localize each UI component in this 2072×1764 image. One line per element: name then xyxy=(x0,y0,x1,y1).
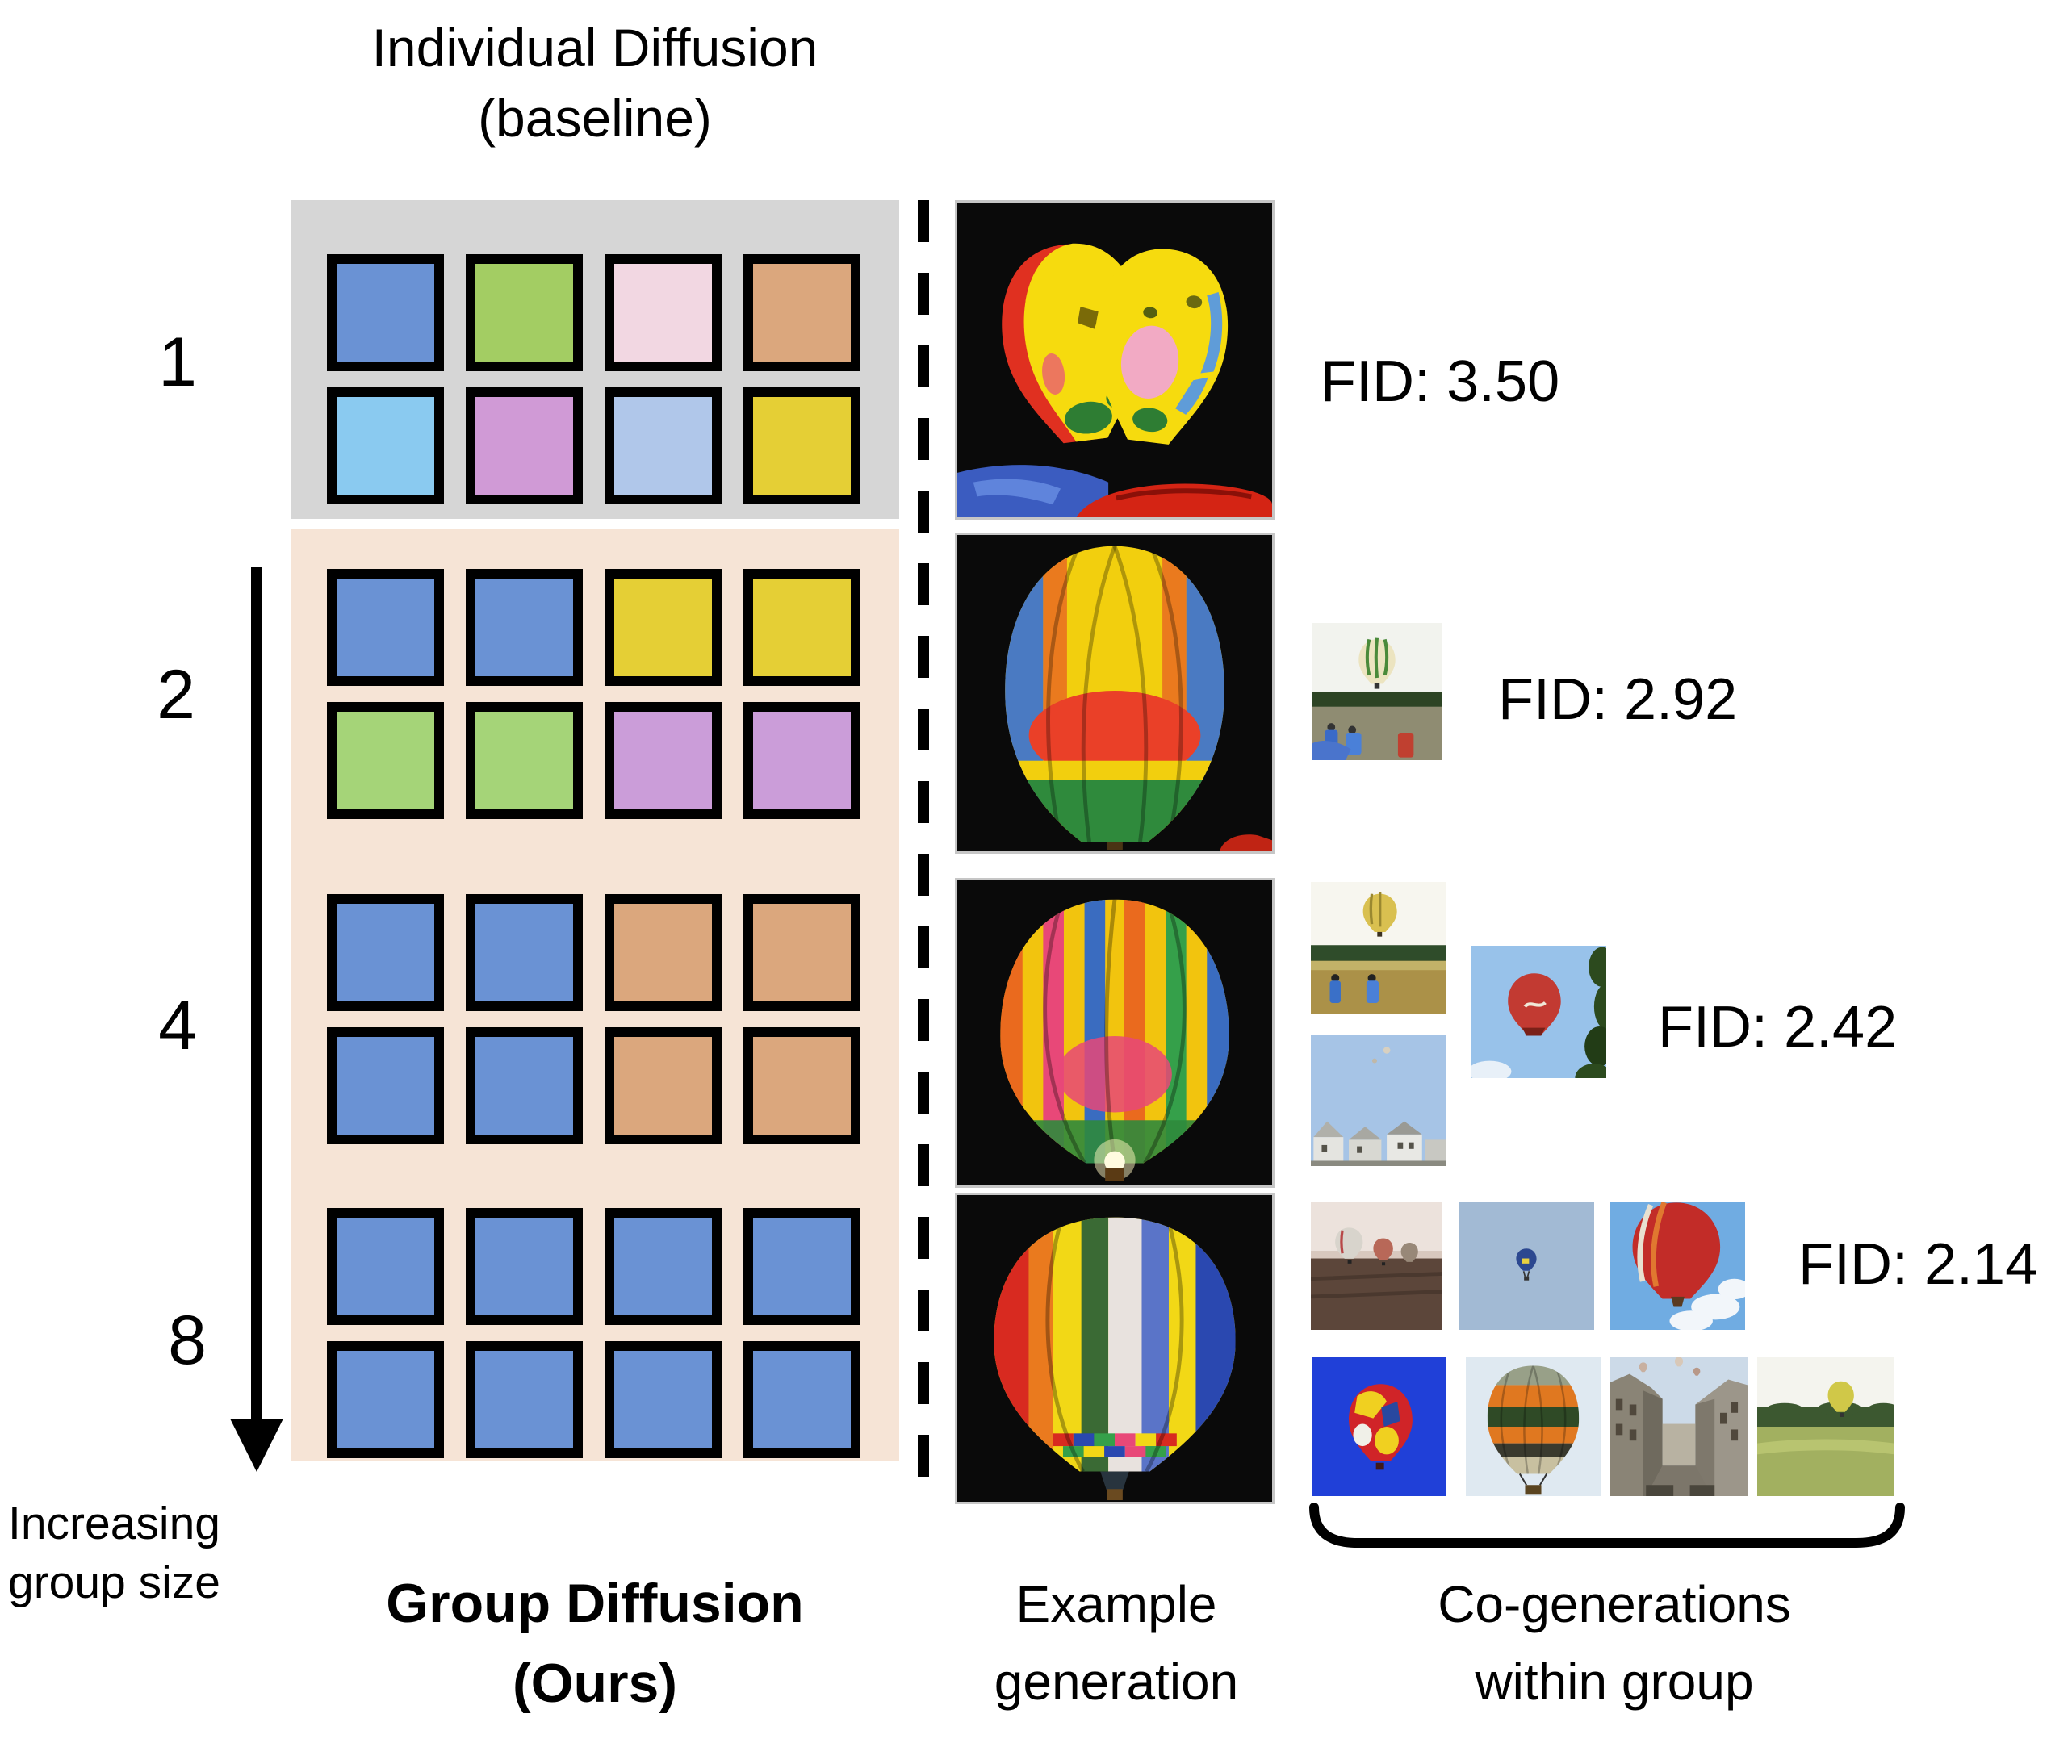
baseline-title: Individual Diffusion (baseline) xyxy=(291,13,899,153)
latent-square-salmon xyxy=(605,894,722,1011)
latent-grid-group-8 xyxy=(327,1208,860,1458)
cogen-caption-line1: Co-generations xyxy=(1438,1575,1791,1633)
latent-square-blue xyxy=(466,894,583,1011)
group-size-arrow-caption: Increasing group size xyxy=(8,1494,355,1612)
cogen-caption-line2: within group xyxy=(1475,1653,1754,1711)
latent-square-yellow xyxy=(605,569,722,686)
group-size-arrow-line xyxy=(251,567,262,1421)
example-image-group8-balloon xyxy=(955,1193,1275,1504)
latent-square-green xyxy=(466,254,583,371)
latent-square-blue xyxy=(466,1208,583,1325)
fid-label-group1: FID: 3.50 xyxy=(1321,349,1560,414)
cogen-thumb-group8-blue-balloon-sky xyxy=(1459,1202,1594,1330)
ours-title-line1: Group Diffusion xyxy=(386,1573,804,1634)
latent-square-blue xyxy=(327,1341,444,1458)
latent-square-blue xyxy=(327,1027,444,1144)
example-image-group1-balloons xyxy=(955,200,1275,520)
latent-square-blue xyxy=(605,1341,722,1458)
cogenerations-caption: Co-generations within group xyxy=(1300,1565,1929,1720)
cogen-thumb-group4-red-balloon-sky xyxy=(1471,946,1606,1078)
latent-square-blue xyxy=(327,254,444,371)
latent-square-orchid2 xyxy=(605,702,722,819)
group-size-label-4: 4 xyxy=(158,987,197,1064)
latent-square-blue xyxy=(327,1208,444,1325)
latent-square-pink xyxy=(605,254,722,371)
baseline-title-line1: Individual Diffusion xyxy=(371,18,818,77)
latent-square-blue xyxy=(327,569,444,686)
dashed-divider xyxy=(918,200,929,1507)
ours-title: Group Diffusion (Ours) xyxy=(291,1564,899,1723)
latent-square-salmon xyxy=(605,1027,722,1144)
latent-square-orchid2 xyxy=(743,702,860,819)
arrow-caption-line1: Increasing xyxy=(8,1498,220,1549)
latent-square-blue xyxy=(743,1208,860,1325)
group-size-arrow-head-icon xyxy=(230,1419,283,1472)
fid-label-group8: FID: 2.14 xyxy=(1798,1232,2038,1297)
cogen-thumb-group2-green-balloon xyxy=(1312,623,1442,760)
latent-square-blue xyxy=(605,1208,722,1325)
latent-square-green2 xyxy=(327,702,444,819)
ours-title-line2: (Ours) xyxy=(513,1652,677,1714)
latent-square-blue xyxy=(466,1341,583,1458)
latent-square-salmon xyxy=(743,1027,860,1144)
example-image-group4-balloon xyxy=(955,878,1275,1188)
cogen-thumb-group8-patchwork-balloon-blue xyxy=(1312,1357,1446,1496)
group-size-label-8: 8 xyxy=(168,1302,207,1379)
latent-square-blue xyxy=(466,1027,583,1144)
cogen-thumb-group8-orange-green-balloon xyxy=(1466,1357,1601,1496)
fid-label-group2: FID: 2.92 xyxy=(1498,667,1738,732)
latent-square-blue xyxy=(466,569,583,686)
latent-grid-group-2 xyxy=(327,569,860,819)
cogen-thumb-group8-field-yellow-balloon xyxy=(1757,1357,1894,1496)
example-generation-caption: Example generation xyxy=(947,1565,1286,1720)
cogen-thumb-group8-dawn-field-balloons xyxy=(1311,1202,1442,1330)
latent-square-blue xyxy=(327,894,444,1011)
example-image-group2-balloon xyxy=(955,533,1275,854)
cogen-bracket-icon xyxy=(1309,1503,1905,1548)
latent-grid-group-4 xyxy=(327,894,860,1144)
latent-square-yellow xyxy=(743,569,860,686)
group-size-label-1: 1 xyxy=(158,324,197,401)
example-caption-line2: generation xyxy=(994,1653,1239,1711)
latent-square-orchid xyxy=(466,387,583,504)
latent-grid-group-1 xyxy=(327,254,860,504)
latent-square-yellow xyxy=(743,387,860,504)
cogen-thumb-group4-houses-sky xyxy=(1311,1035,1446,1166)
example-caption-line1: Example xyxy=(1015,1575,1217,1633)
cogen-thumb-group8-red-balloon-clouds xyxy=(1610,1202,1745,1330)
latent-square-blue xyxy=(743,1341,860,1458)
latent-square-skyblue xyxy=(327,387,444,504)
cogen-thumb-group4-yellow-balloon-field xyxy=(1311,882,1446,1014)
latent-square-salmon xyxy=(743,254,860,371)
fid-label-group4: FID: 2.42 xyxy=(1658,995,1898,1060)
latent-square-green2 xyxy=(466,702,583,819)
cogen-thumb-group8-street-buildings xyxy=(1610,1357,1748,1496)
latent-square-salmon xyxy=(743,894,860,1011)
group-size-label-2: 2 xyxy=(157,656,195,734)
latent-square-paleblue xyxy=(605,387,722,504)
arrow-caption-line2: group size xyxy=(8,1556,220,1608)
baseline-title-line2: (baseline) xyxy=(478,88,712,148)
